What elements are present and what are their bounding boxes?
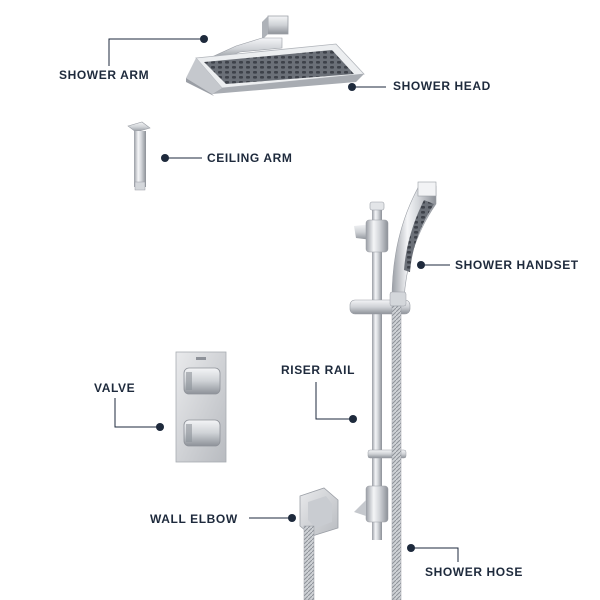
- wall-elbow-dot: [288, 514, 296, 522]
- riser-rail-leader: [315, 382, 353, 420]
- riser-rail-dot: [349, 415, 357, 423]
- valve-dot: [156, 423, 164, 431]
- valve-label: VALVE: [94, 381, 136, 395]
- shower-hose-label: SHOWER HOSE: [425, 565, 523, 579]
- ceiling-arm-dot: [161, 154, 169, 162]
- shower-handset-dot: [417, 261, 425, 269]
- shower-hose-leader: [411, 547, 459, 562]
- valve-leader: [114, 398, 160, 428]
- shower-hose-dot: [407, 544, 415, 552]
- valve-part: [175, 351, 227, 463]
- shower-handset-label: SHOWER HANDSET: [455, 258, 579, 272]
- shower-arm-leader: [108, 38, 204, 66]
- ceiling-arm-part: [127, 121, 151, 191]
- ceiling-arm-label: CEILING ARM: [207, 151, 293, 165]
- shower-arm-dot: [200, 35, 208, 43]
- wall-elbow-label: WALL ELBOW: [150, 512, 238, 526]
- shower-head-label: SHOWER HEAD: [393, 79, 491, 93]
- shower-hose-part: [391, 305, 402, 600]
- callout-dots: [156, 35, 425, 552]
- shower-head-dot: [348, 83, 356, 91]
- shower-head-assembly: [186, 15, 365, 96]
- riser-rail-label: RISER RAIL: [281, 363, 356, 377]
- callout-lines: [108, 38, 459, 562]
- shower-head-nozzles: [204, 50, 354, 84]
- shower-handset-part: [389, 181, 437, 307]
- wall-elbow-part: [299, 487, 339, 600]
- shower-arm-mount: [267, 15, 289, 35]
- shower-arm-label: SHOWER ARM: [59, 68, 150, 82]
